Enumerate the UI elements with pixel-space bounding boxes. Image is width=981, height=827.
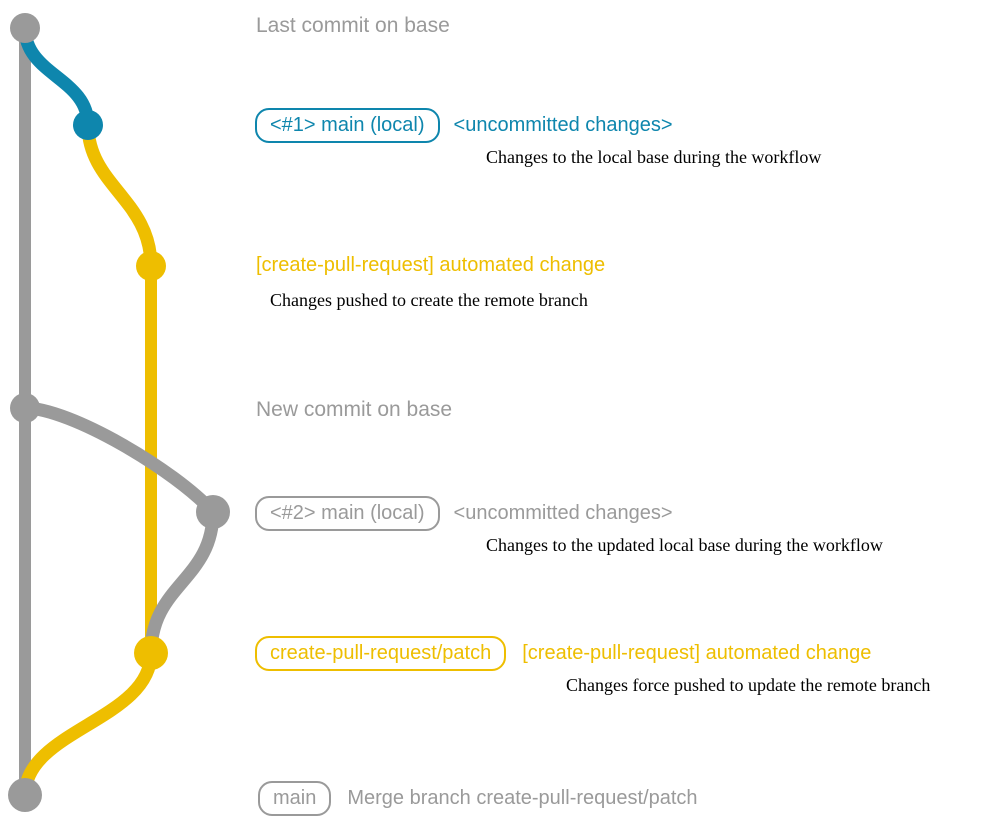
branch-badge-main-local-2[interactable]: <#2> main (local)	[255, 496, 440, 531]
branch-line-patch-1	[81, 118, 158, 273]
branch-line-local-1	[18, 21, 95, 132]
headline-uncommitted-changes-1: <uncommitted changes>	[453, 114, 673, 136]
node-local-uncommitted-2	[196, 495, 230, 529]
branch-line-local-2	[18, 401, 220, 519]
headline-automated-change-2: [create-pull-request] automated change	[522, 642, 872, 664]
headline-uncommitted-changes-2: <uncommitted changes>	[453, 502, 673, 524]
branch-badge-main[interactable]: main	[258, 781, 332, 816]
row-local-change-2: <#2> main (local) <uncommitted changes>	[255, 496, 673, 531]
branch-line-patch-2-in	[144, 505, 220, 660]
headline-automated-change-1: [create-pull-request] automated change	[256, 254, 606, 276]
node-patch-automated-2	[134, 636, 168, 670]
node-patch-automated-1	[136, 251, 166, 281]
node-base-new-commit	[10, 393, 40, 423]
subtext-automated-change-2: Changes force pushed to update the remot…	[566, 675, 931, 695]
subtext-local-change-1: Changes to the local base during the wor…	[486, 147, 822, 167]
row-local-change-1: <#1> main (local) <uncommitted changes>	[255, 108, 673, 143]
subtext-automated-change-1: Changes pushed to create the remote bran…	[270, 290, 588, 310]
node-base-last-commit	[10, 13, 40, 43]
branch-badge-main-local-1[interactable]: <#1> main (local)	[255, 108, 440, 143]
subtext-local-change-2: Changes to the updated local base during…	[486, 535, 883, 555]
branch-line-merge	[18, 646, 158, 802]
node-base-merge-commit	[8, 778, 42, 812]
branch-badge-create-pull-request-patch[interactable]: create-pull-request/patch	[255, 636, 507, 671]
note-last-commit-on-base: Last commit on base	[256, 14, 450, 37]
headline-merge-commit: Merge branch create-pull-request/patch	[347, 787, 698, 809]
note-new-commit-on-base: New commit on base	[256, 398, 453, 421]
row-merge-commit: main Merge branch create-pull-request/pa…	[258, 781, 698, 816]
row-automated-change-2: create-pull-request/patch [create-pull-r…	[255, 636, 871, 671]
node-local-uncommitted-1	[73, 110, 103, 140]
